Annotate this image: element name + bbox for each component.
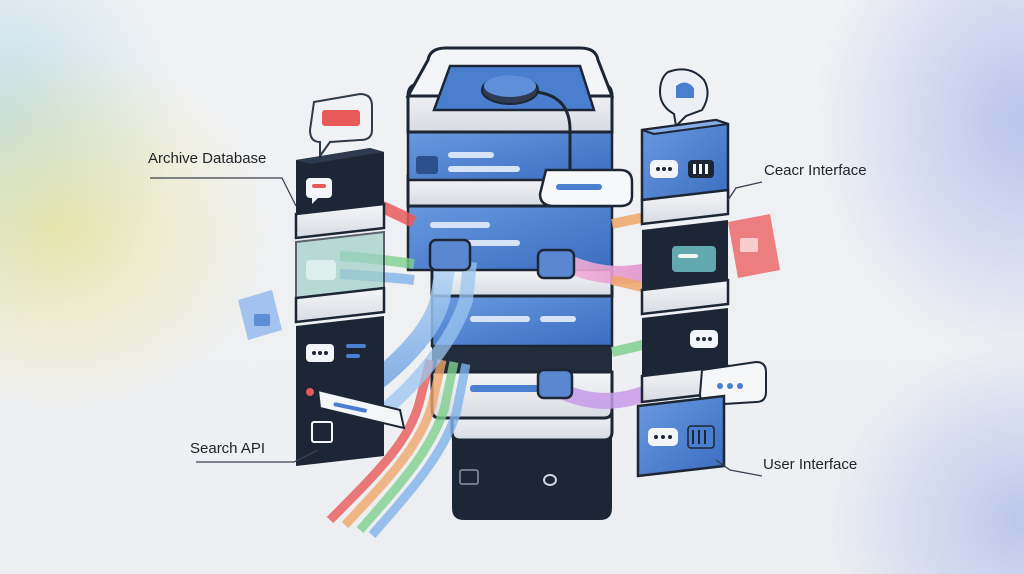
ceacr-interface-label: Ceacr Interface	[764, 162, 867, 179]
archive-database-label: Archive Database	[148, 150, 267, 167]
chat-bubble-icon	[658, 68, 709, 129]
leader-lines	[150, 177, 763, 477]
user-interface-label: User Interface	[763, 456, 858, 473]
archive-database-stack	[238, 92, 406, 466]
user-interface-stack	[636, 68, 780, 478]
chat-bubble-icon	[308, 92, 373, 160]
chat-bubble-icon	[538, 168, 634, 208]
search-api-label: Search API	[190, 440, 266, 457]
